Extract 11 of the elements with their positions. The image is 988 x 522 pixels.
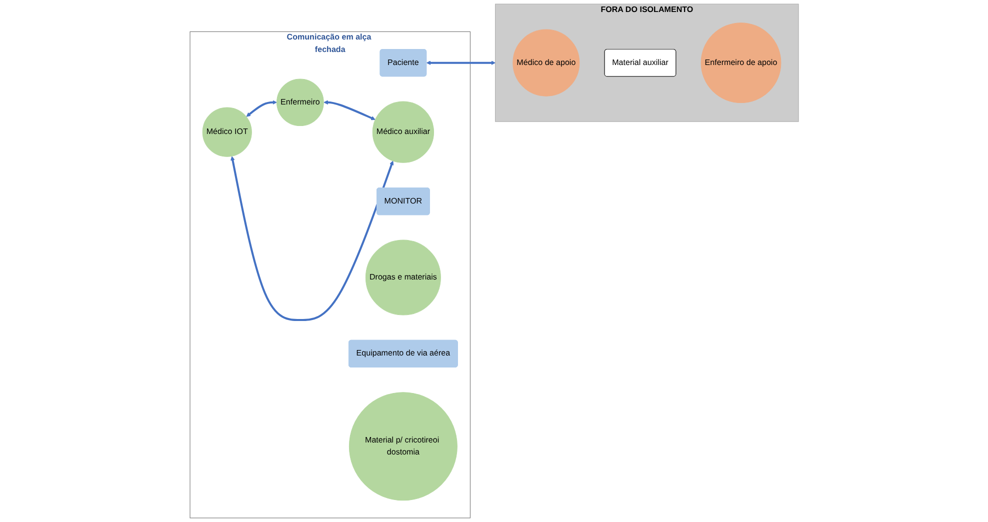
- node-circle: Médico auxiliar: [372, 101, 434, 163]
- arrow: [246, 100, 277, 117]
- node-circle: Médico IOT: [202, 107, 252, 157]
- node-circle: Drogas e materiais: [365, 240, 441, 316]
- node-circle: Enfermeiro de apoio: [700, 22, 781, 104]
- node-circle: Médico de apoio: [512, 29, 580, 96]
- arrow: [426, 60, 496, 66]
- arrow: [230, 156, 394, 321]
- arrow: [323, 100, 376, 120]
- node-circle: Material p/ cricotireoi dostomia: [348, 392, 458, 501]
- node-circle: Enfermeiro: [276, 78, 324, 126]
